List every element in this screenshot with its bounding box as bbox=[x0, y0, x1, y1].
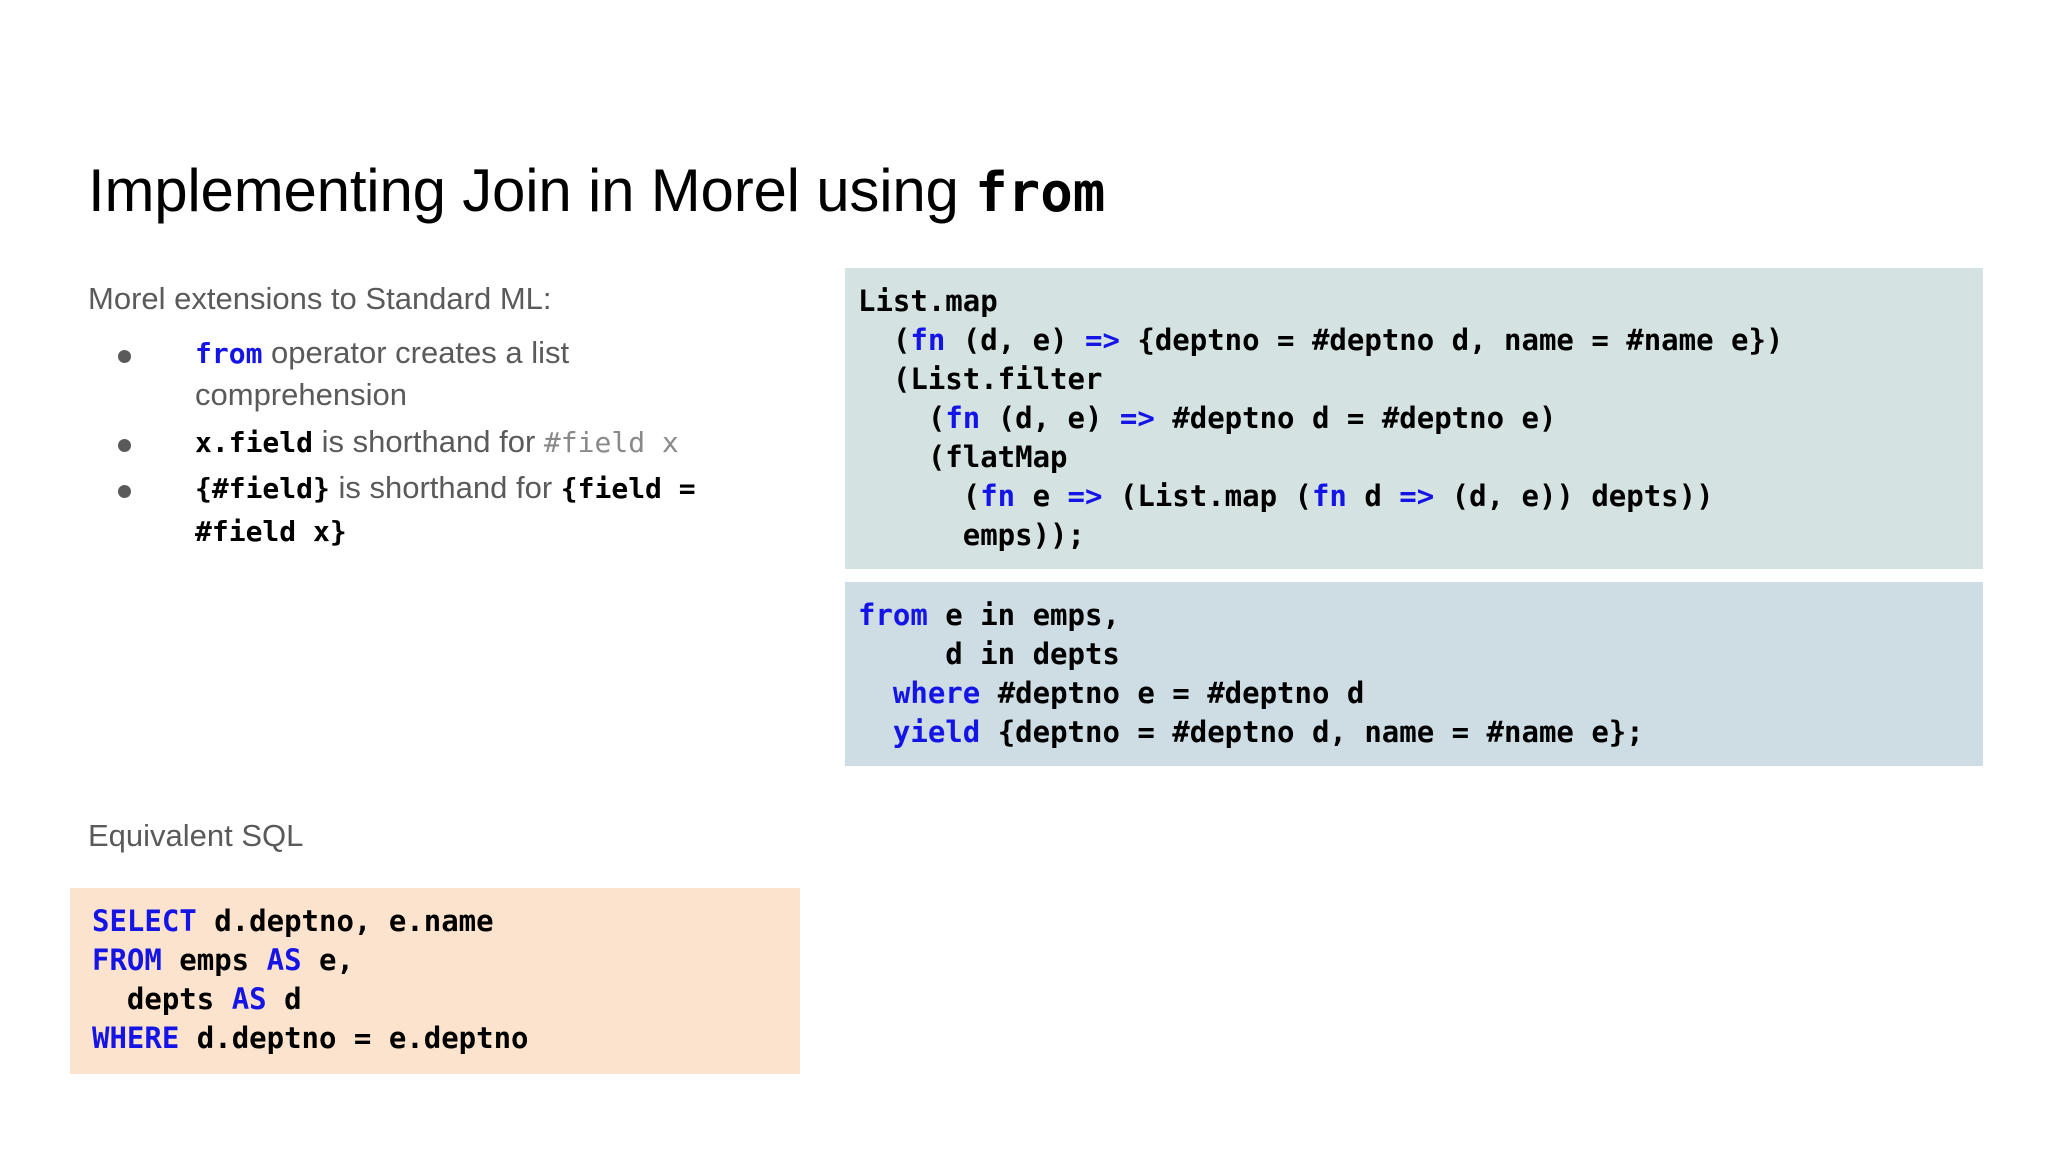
page-title-keyword: from bbox=[975, 161, 1106, 225]
code-block-morel-from: from e in emps, d in depts where #deptno… bbox=[845, 582, 1983, 766]
extensions-lead-text: Morel extensions to Standard ML: bbox=[88, 281, 552, 316]
bullet-text: is shorthand for bbox=[329, 470, 561, 506]
code-line: FROM emps AS e, bbox=[92, 943, 354, 977]
bullet-text: operator creates a list comprehension bbox=[195, 334, 570, 413]
code-line: d in depts bbox=[858, 637, 1120, 671]
code-line: from e in emps, bbox=[858, 598, 1120, 632]
code-keyword: => bbox=[1067, 479, 1103, 513]
code-line: (fn (d, e) => {deptno = #deptno d, name … bbox=[858, 323, 1784, 357]
code-keyword: yield bbox=[892, 715, 981, 749]
inline-code: x.field bbox=[195, 425, 314, 459]
code-line: (fn e => (List.map (fn d => (d, e)) dept… bbox=[858, 479, 1714, 513]
code-keyword: fn bbox=[1311, 479, 1347, 513]
code-keyword: fn bbox=[980, 479, 1016, 513]
bullet-item: x.field is shorthand for #field x bbox=[88, 421, 788, 463]
code-line: depts AS d bbox=[92, 982, 302, 1016]
bullet-item: {#field} is shorthand for {field = #fiel… bbox=[88, 467, 788, 552]
code-keyword: AS bbox=[266, 943, 302, 977]
code-line: (List.filter bbox=[858, 362, 1103, 396]
left-column: Morel extensions to Standard ML: from op… bbox=[88, 278, 788, 556]
code-keyword: where bbox=[892, 676, 981, 710]
code-keyword: AS bbox=[231, 982, 267, 1016]
code-keyword: => bbox=[1085, 323, 1120, 357]
code-keyword: SELECT bbox=[92, 904, 197, 938]
code-keyword: fn bbox=[910, 323, 946, 357]
page-title: Implementing Join in Morel using from bbox=[88, 156, 1105, 225]
code-keyword: from bbox=[858, 598, 928, 632]
code-line: SELECT d.deptno, e.name bbox=[92, 904, 494, 938]
bullet-item: from operator creates a list comprehensi… bbox=[88, 332, 788, 417]
code-line: WHERE d.deptno = e.deptno bbox=[92, 1021, 529, 1055]
code-keyword: => bbox=[1399, 479, 1435, 513]
code-line: emps)); bbox=[858, 518, 1085, 552]
page-title-prefix: Implementing Join in Morel using bbox=[88, 157, 976, 225]
code-keyword: WHERE bbox=[92, 1021, 180, 1055]
inline-code: {field = #field x} bbox=[195, 472, 696, 548]
extensions-bullet-list: from operator creates a list comprehensi… bbox=[88, 332, 788, 552]
code-keyword: fn bbox=[945, 401, 981, 435]
code-line: (flatMap bbox=[858, 440, 1068, 474]
code-line: where #deptno e = #deptno d bbox=[892, 676, 1365, 710]
code-line: List.map bbox=[858, 284, 998, 318]
equivalent-sql-label: Equivalent SQL bbox=[88, 818, 304, 853]
inline-code-dim: #field x bbox=[543, 425, 679, 459]
code-block-equivalent-sql: SELECT d.deptno, e.name FROM emps AS e, … bbox=[70, 888, 800, 1074]
code-line: yield {deptno = #deptno d, name = #name … bbox=[892, 715, 1644, 749]
code-keyword: => bbox=[1119, 401, 1155, 435]
bullet-text: is shorthand for bbox=[313, 423, 544, 459]
code-block-morel-list-map: List.map (fn (d, e) => {deptno = #deptno… bbox=[845, 268, 1983, 569]
code-line: (fn (d, e) => #deptno d = #deptno e) bbox=[858, 401, 1557, 435]
inline-code-keyword: from bbox=[195, 336, 263, 370]
code-keyword: FROM bbox=[92, 943, 162, 977]
inline-code: {#field} bbox=[195, 472, 330, 506]
